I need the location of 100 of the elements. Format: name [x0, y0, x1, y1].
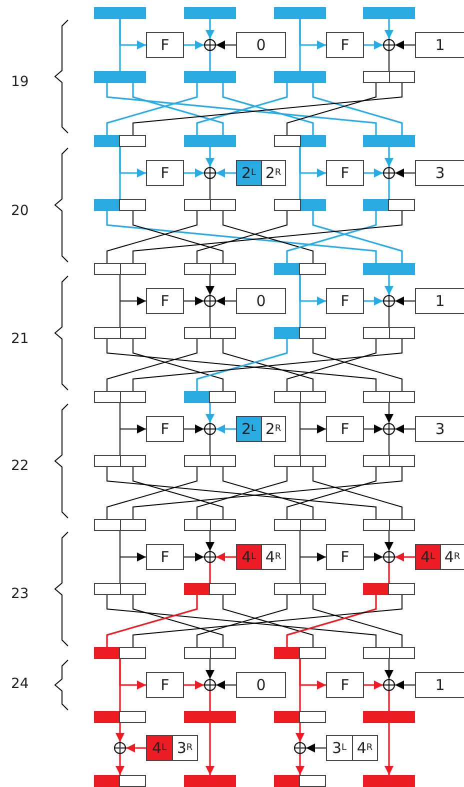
xor-symbol	[204, 551, 216, 563]
key-box: 1	[415, 672, 464, 698]
state-bar	[94, 263, 146, 275]
state-bar	[94, 71, 146, 83]
wire	[119, 147, 121, 199]
arrow	[384, 530, 394, 552]
arrow	[184, 424, 204, 434]
arrow	[206, 147, 214, 167]
state-bar	[184, 455, 236, 467]
state-bar	[274, 519, 326, 531]
wire	[312, 211, 403, 263]
arrow	[364, 552, 384, 562]
xor-symbol	[383, 679, 395, 691]
state-bar	[184, 519, 236, 531]
state-bar	[363, 647, 415, 659]
arrow	[216, 552, 236, 562]
wire	[222, 466, 314, 520]
state-bar	[94, 711, 146, 723]
wire	[209, 691, 211, 711]
state-bar	[184, 327, 236, 339]
wire	[209, 51, 211, 71]
state-bar	[184, 775, 236, 787]
function-box: F	[146, 544, 184, 570]
wire	[388, 691, 390, 711]
arrow	[116, 723, 124, 742]
xor-symbol	[383, 423, 395, 435]
wire	[299, 659, 301, 711]
arrow	[364, 40, 383, 50]
state-bar	[94, 327, 146, 339]
arrow	[126, 744, 146, 752]
arrow	[296, 754, 304, 775]
wire	[222, 338, 314, 392]
key-label: 4$^{L}$	[237, 545, 260, 569]
state-bar	[363, 7, 415, 19]
arrow	[364, 296, 383, 306]
arrow	[364, 424, 384, 434]
wire	[106, 211, 377, 263]
state-bar	[184, 711, 236, 723]
xor-symbol	[204, 295, 216, 307]
key-box: 0	[236, 672, 286, 698]
round-number: 23	[11, 586, 29, 602]
state-bar	[274, 711, 326, 723]
arrow	[384, 658, 394, 680]
wire	[196, 83, 288, 135]
state-bar	[363, 135, 415, 147]
key-label: 2$^{R}$	[260, 161, 285, 185]
xor-symbol	[204, 423, 216, 435]
wire	[132, 83, 224, 135]
key-box	[415, 544, 464, 570]
state-bar	[94, 199, 146, 211]
state-bar	[274, 391, 326, 403]
wire	[388, 50, 390, 72]
state-bar	[274, 647, 326, 659]
xor-symbol	[204, 167, 216, 179]
wire	[119, 659, 121, 711]
state-bar	[274, 455, 326, 467]
arrow	[384, 275, 394, 295]
arrow	[395, 552, 415, 562]
state-bar	[184, 263, 236, 275]
state-bar	[274, 199, 326, 211]
wire	[132, 82, 402, 136]
wire	[106, 466, 198, 520]
arrow	[394, 168, 416, 178]
arrow	[394, 40, 416, 50]
key-label: 2$^{R}$	[260, 417, 285, 441]
wire	[106, 338, 198, 392]
wire	[312, 594, 402, 648]
wire	[132, 338, 402, 392]
state-bar	[363, 583, 415, 595]
arrow	[384, 402, 394, 424]
arrow	[394, 424, 416, 434]
wire	[196, 210, 288, 264]
state-bar	[363, 519, 415, 531]
arrow	[184, 40, 204, 50]
key-label: 4$^{R}$	[260, 545, 285, 569]
wire	[196, 594, 288, 648]
key-label: 4$^{L}$	[416, 545, 440, 569]
key-box	[236, 416, 286, 442]
arrow	[296, 723, 304, 742]
arrow	[206, 403, 214, 423]
state-bar	[94, 391, 146, 403]
arrow	[364, 680, 383, 690]
arrow	[206, 723, 214, 775]
state-bar	[184, 135, 236, 147]
wire	[312, 83, 403, 135]
arrow	[384, 19, 394, 39]
state-bar	[274, 135, 326, 147]
wire	[222, 210, 314, 264]
state-bar	[184, 71, 236, 83]
key-box: 0	[236, 288, 286, 314]
state-bar	[184, 199, 236, 211]
function-box: F	[146, 416, 184, 442]
function-box: F	[326, 672, 364, 698]
key-box	[236, 544, 286, 570]
xor-symbol	[294, 742, 306, 754]
wire	[106, 210, 198, 264]
arrow	[394, 296, 416, 306]
arrow	[216, 168, 236, 178]
round-number: 21	[11, 331, 29, 347]
wire	[299, 275, 301, 327]
